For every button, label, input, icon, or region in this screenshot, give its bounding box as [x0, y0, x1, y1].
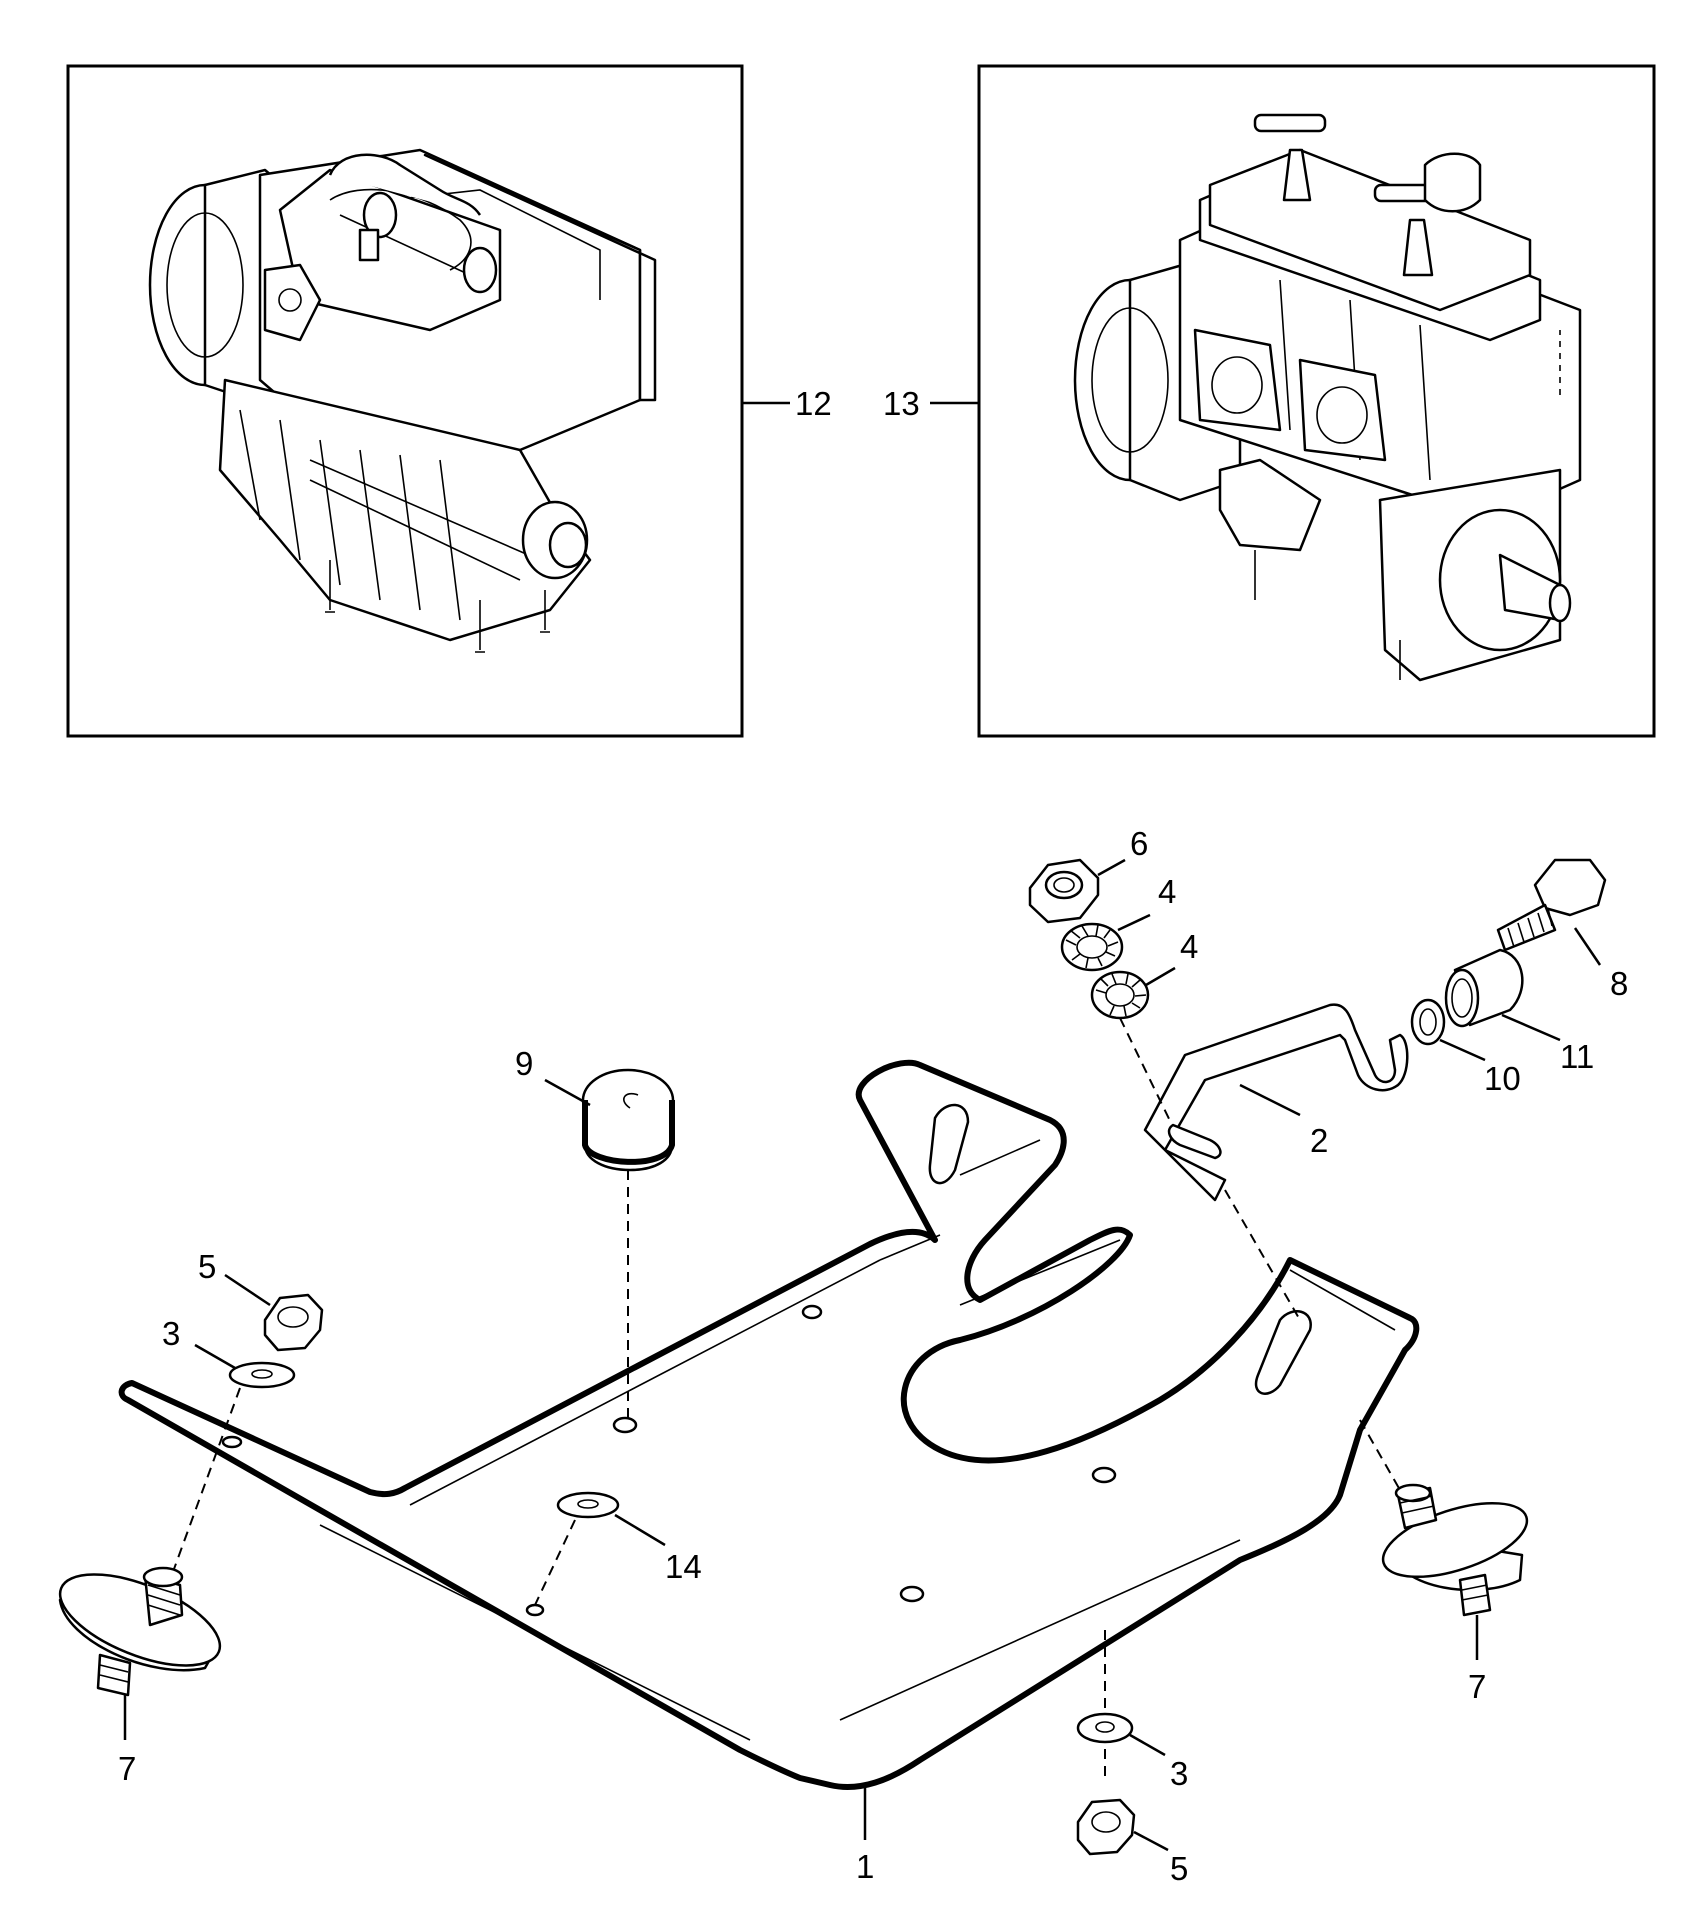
engine-mounting-plate: [118, 1059, 1420, 1791]
callout-9: 9: [515, 1045, 533, 1082]
rubber-mount-left-part-7: [58, 1566, 222, 1697]
leader-line-11: [1501, 1013, 1561, 1042]
callout-6: 6: [1130, 825, 1148, 862]
leader-line-4b: [1145, 966, 1176, 987]
engine-inset-panel-12: [66, 64, 744, 738]
callout-3a: 3: [162, 1315, 180, 1352]
bolt-part-8: [1496, 858, 1607, 952]
callout-12: 12: [795, 385, 832, 422]
callout-14: 14: [665, 1548, 702, 1585]
callout-11: 11: [1560, 1038, 1594, 1075]
leader-line-5a: [224, 1273, 271, 1307]
lock-washer-upper-part-4: [1060, 922, 1124, 972]
dash-line-bracket: [1224, 1189, 1301, 1321]
flat-washer-left-part-3: [228, 1361, 296, 1389]
engine-illustration-13: [1073, 113, 1582, 682]
callout-8: 8: [1610, 965, 1628, 1002]
callout-7b: 7: [1468, 1668, 1486, 1705]
leader-line-10: [1439, 1038, 1486, 1062]
sleeve-part-11: [1444, 948, 1524, 1028]
leader-line-3a: [194, 1343, 236, 1370]
spacer-ring-part-10: [1410, 998, 1446, 1046]
flat-washer-part-14: [556, 1491, 620, 1519]
callout-7a: 7: [118, 1750, 136, 1787]
leader-line-14: [614, 1513, 666, 1547]
engine-illustration-12: [148, 148, 657, 653]
callout-5a: 5: [198, 1248, 216, 1285]
callout-1: 1: [856, 1848, 874, 1885]
flat-washer-bottom-part-3: [1076, 1712, 1134, 1744]
callout-5b: 5: [1170, 1850, 1188, 1887]
rubber-bumper-part-9: [581, 1068, 675, 1172]
dash-line-left-mount: [169, 1387, 241, 1581]
rubber-mount-right-part-7: [1381, 1483, 1529, 1617]
hex-nut-part-6: [1028, 858, 1100, 924]
lock-washer-lower-part-4: [1090, 970, 1150, 1020]
hex-nut-left-part-5: [263, 1293, 324, 1352]
leader-line-5b: [1133, 1830, 1169, 1852]
leader-line-8: [1573, 927, 1602, 966]
callout-13: 13: [883, 385, 920, 422]
bracket-part-2: [1143, 1003, 1409, 1202]
leader-line-9: [544, 1078, 591, 1107]
dash-line-4: [1119, 1017, 1173, 1126]
callout-4b: 4: [1180, 928, 1198, 965]
leader-line-3b: [1129, 1733, 1166, 1757]
callout-4a: 4: [1158, 873, 1176, 910]
engine-inset-panel-13: [977, 64, 1656, 738]
hex-nut-bottom-part-5: [1076, 1798, 1136, 1856]
leader-line-4a: [1117, 913, 1151, 932]
leader-line-6: [1097, 858, 1126, 877]
plate-slot-front: [928, 1103, 970, 1185]
callout-2: 2: [1310, 1122, 1328, 1159]
callout-10: 10: [1484, 1060, 1521, 1097]
dash-line-right-mount: [1359, 1419, 1401, 1491]
leader-line-2: [1239, 1083, 1301, 1117]
callout-3b: 3: [1170, 1755, 1188, 1792]
